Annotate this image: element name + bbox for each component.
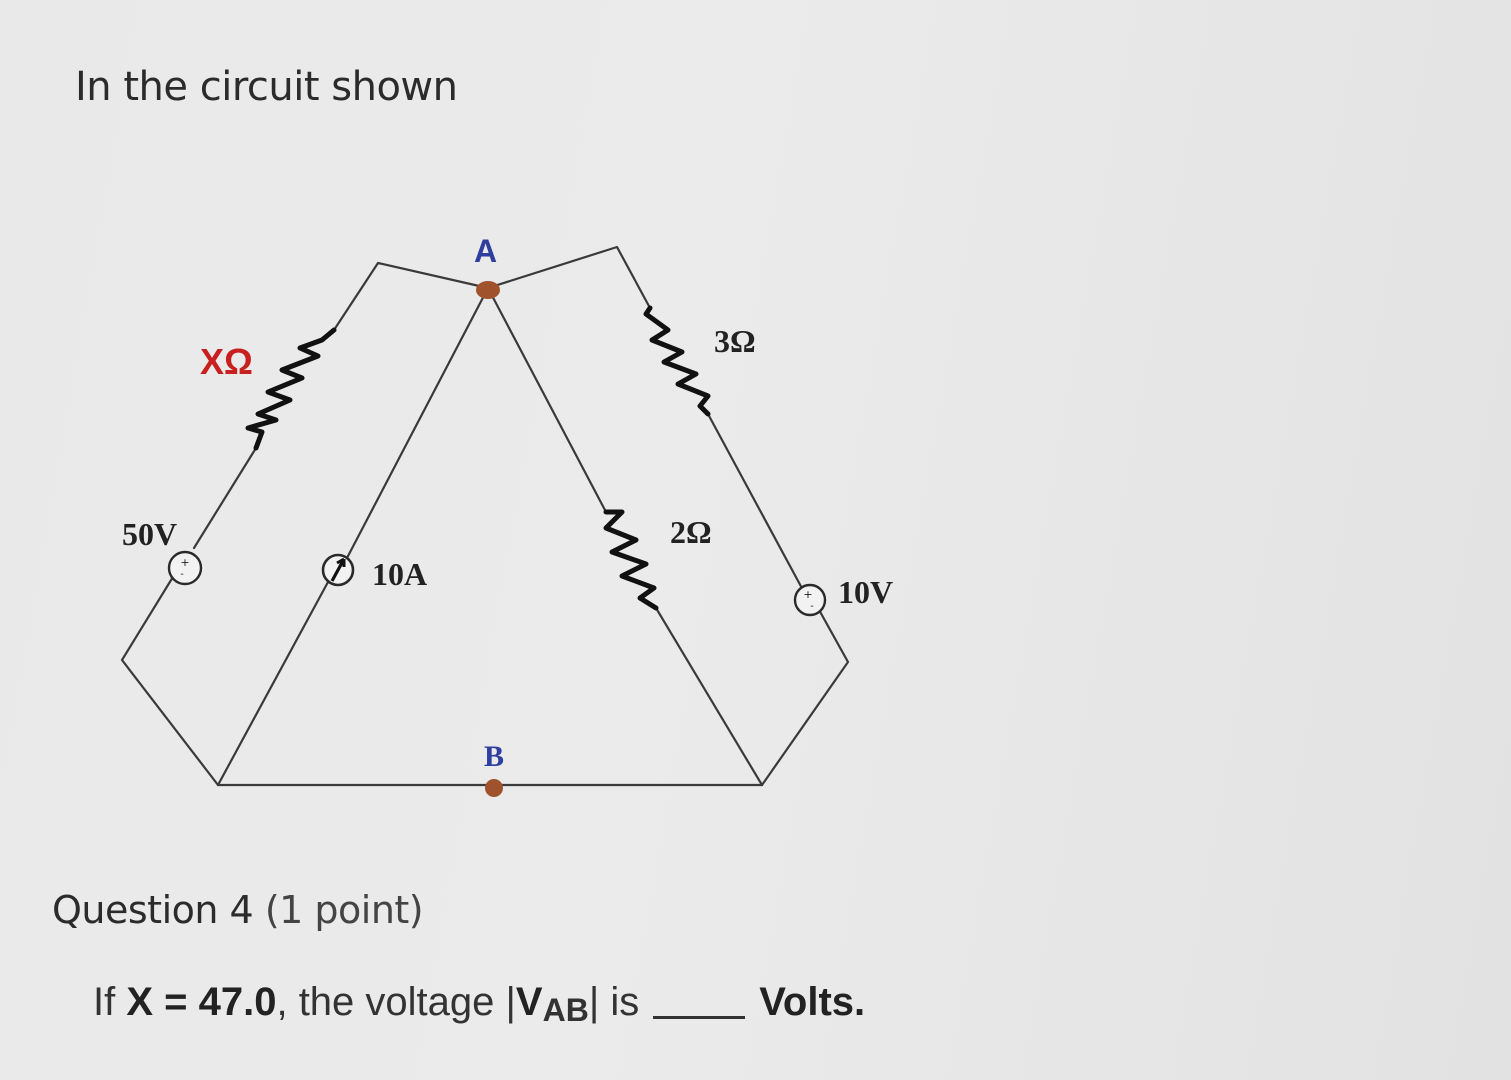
answer-blank[interactable] — [653, 1015, 746, 1019]
wire-inner-right-bottom — [654, 606, 764, 787]
prompt-variable: X — [126, 980, 154, 1024]
current-source-10a — [321, 553, 355, 587]
question-prompt: If X = 47.0, the voltage |VAB| is Volts. — [93, 980, 865, 1029]
svg-text:-: - — [180, 569, 184, 580]
source-10a-label: 10A — [372, 556, 427, 592]
prompt-prefix: If — [93, 980, 127, 1024]
resistor-3 — [643, 305, 711, 417]
resistor-x — [245, 327, 337, 451]
resistor-x-label: XΩ — [200, 341, 253, 382]
svg-text:+: + — [180, 556, 189, 569]
prompt-suffix: | is — [588, 980, 640, 1024]
node-b-dot — [485, 779, 503, 797]
node-a-dot — [476, 281, 500, 299]
resistor-2-label: 2Ω — [670, 514, 712, 550]
wire-right-mid — [706, 412, 806, 594]
wire-left-mid — [192, 446, 258, 550]
wire-left-top — [332, 261, 490, 332]
resistor-2 — [603, 509, 659, 611]
question-points: (1 point) — [264, 888, 424, 932]
svg-text:-: - — [810, 601, 814, 612]
wire-inner-left-bottom — [216, 580, 330, 787]
wire-right-bottom — [760, 606, 850, 787]
circuit-diagram: + - + - A B XΩ 3Ω 2Ω 50V 10A 10V — [120, 233, 893, 797]
prompt-v-subscript: AB — [542, 992, 589, 1028]
wire-inner-left-top — [345, 286, 490, 560]
prompt-equals: = 47.0 — [153, 980, 277, 1024]
question-title: Question 4 — [52, 888, 254, 932]
resistor-3-label: 3Ω — [714, 323, 756, 359]
voltage-source-10v: + - — [793, 583, 827, 617]
node-a-label: A — [474, 233, 497, 269]
prompt-v-symbol: V — [515, 980, 543, 1024]
source-50v-label: 50V — [122, 516, 177, 552]
question-header: Question 4 (1 point) — [52, 888, 424, 932]
svg-text:+: + — [803, 588, 812, 601]
wire-left-bottom — [120, 570, 220, 787]
source-10v-label: 10V — [838, 574, 893, 610]
intro-text: In the circuit shown — [75, 64, 458, 110]
wire-right-top — [486, 245, 652, 310]
voltage-source-50v: + - — [167, 550, 203, 586]
node-b-label: B — [484, 740, 504, 773]
prompt-unit: Volts. — [759, 980, 866, 1024]
wire-inner-right-top — [486, 286, 608, 514]
prompt-middle: , the voltage | — [276, 980, 516, 1024]
